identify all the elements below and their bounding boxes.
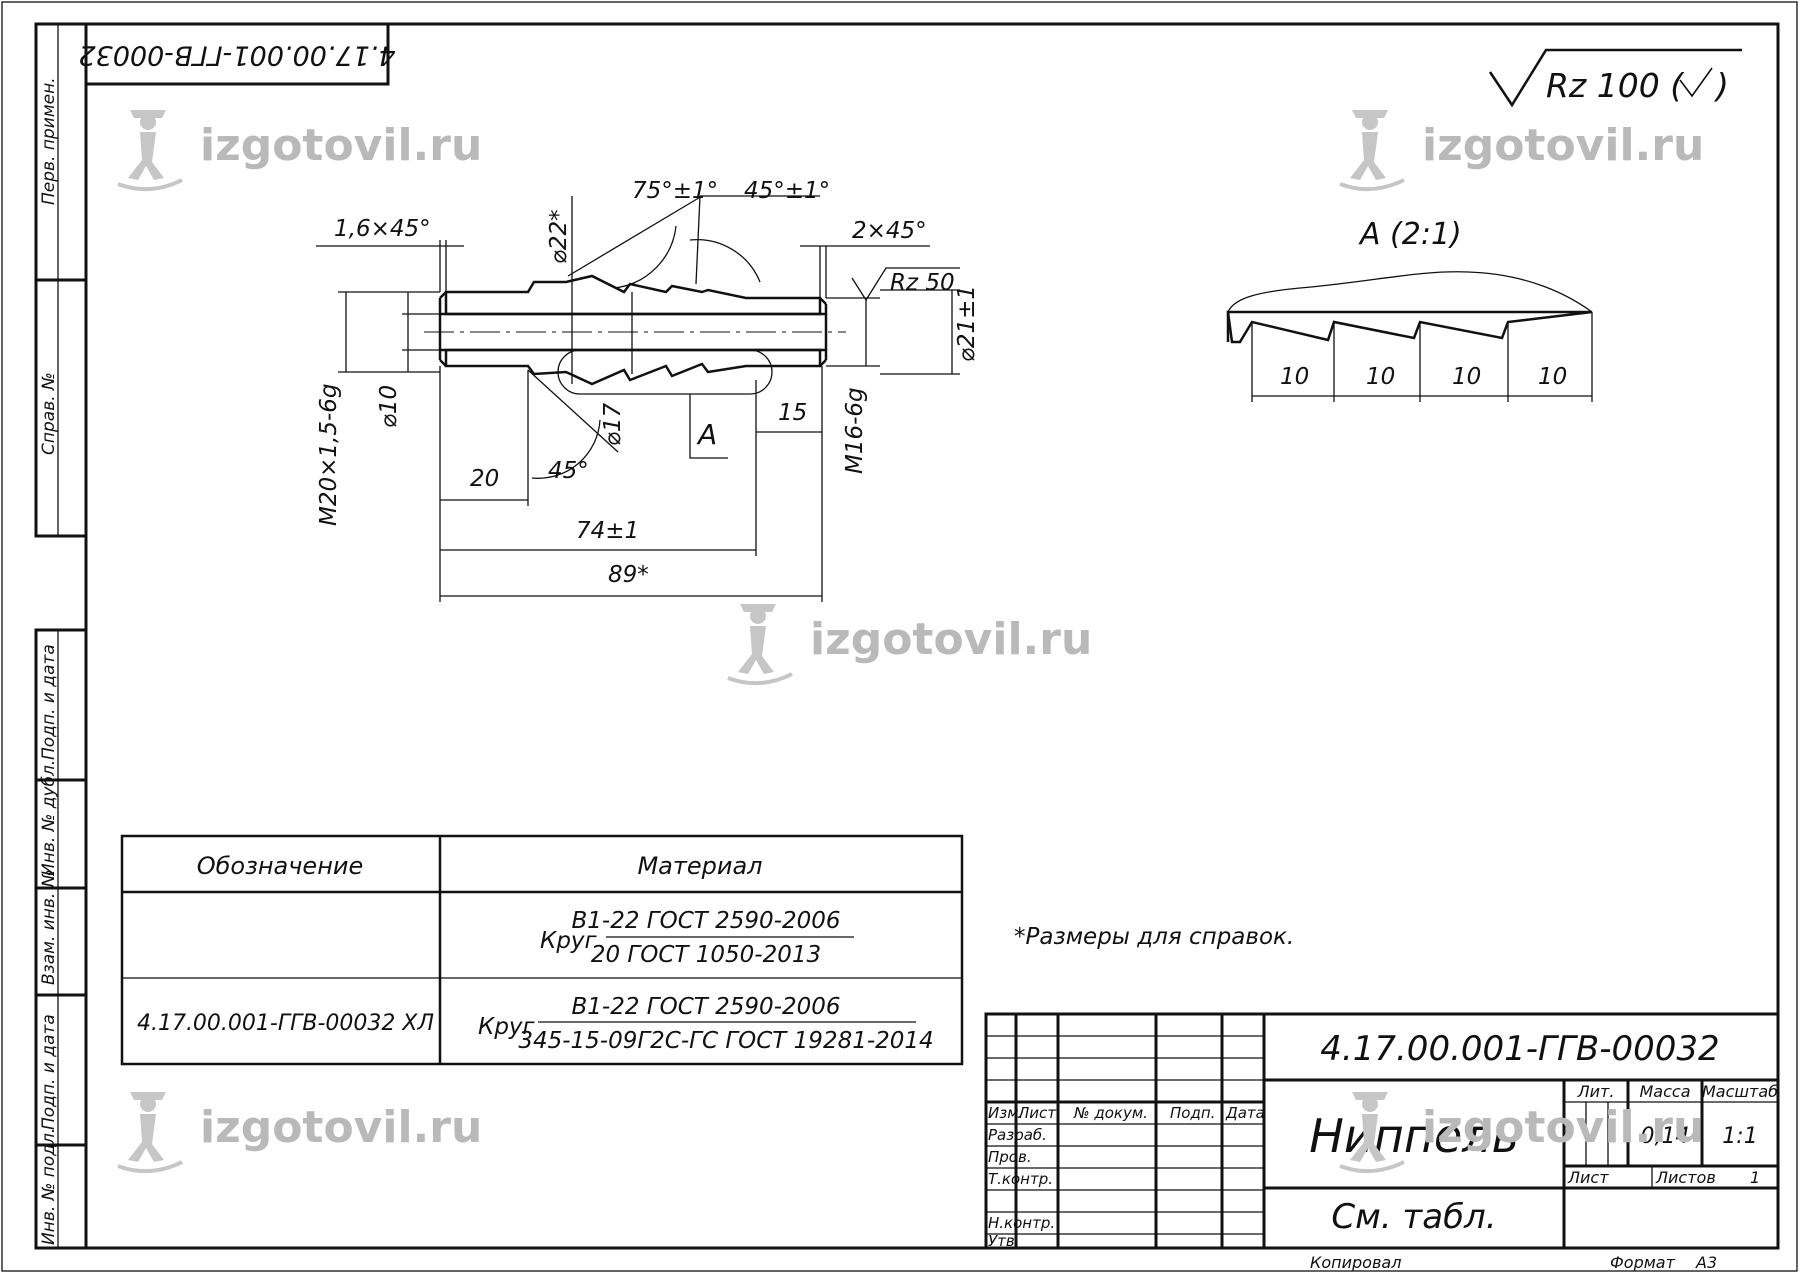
side-strip-lower: Подп. и дата Инв. № дубл. Взам. инв. № П… (34, 628, 88, 1250)
detail-view-a: A (2:1) 10 10 10 10 (1226, 217, 1593, 402)
dim-chamfer-left: 1,6×45° (334, 216, 431, 242)
side-label-podp-data-2: Подп. и дата (39, 1014, 59, 1130)
side-label-perv-primen: Перв. примен. (39, 77, 59, 205)
dim-dia22: ⌀22* (546, 209, 572, 264)
spec-row2-designation: 4.17.00.001-ГГВ-00032 ХЛ (137, 1011, 434, 1036)
tb-sheet-label: Лист (1567, 1168, 1609, 1187)
side-strip-upper: Перв. примен. Справ. № (34, 22, 88, 538)
spec-row2-den: 345-15-09Г2С-ГС ГОСТ 19281-2014 (518, 1028, 933, 1054)
title-block: 4.17.00.001-ГГВ-00032 Ниппель См. табл. … (984, 1012, 1780, 1250)
tb-row-prov: Пров. (988, 1148, 1032, 1166)
corner-stamp: 4.17.00.001-ГГВ-00032 (78, 22, 396, 86)
dim-20: 20 (470, 466, 499, 492)
lower-wall-hatch (444, 348, 822, 386)
side-label-vzam-inv: Взам. инв. № (39, 870, 59, 985)
nipple-section-view (424, 274, 846, 459)
side-label-inv-dubl: Инв. № дубл. (39, 760, 59, 876)
side-label-inv-podl: Инв. № подл. (39, 1128, 59, 1245)
tb-row-utv: Утв. (988, 1232, 1020, 1250)
watermark-4: izgotovil.ru (116, 1090, 482, 1174)
roughness-general-value: Rz 100 ( (1546, 66, 1685, 105)
detail-a-marker (557, 349, 773, 395)
svg-text:izgotovil.ru: izgotovil.ru (1422, 120, 1704, 171)
dimension-texts: 1,6×45° ⌀22* 75°±1° 45°±1° 2×45° Rz 50 ⌀… (316, 178, 980, 588)
tb-lit-label: Лит. (1577, 1082, 1615, 1101)
side-label-sprav-no: Справ. № (39, 372, 59, 455)
dim-dia10: ⌀10 (376, 385, 402, 428)
tb-scale-value: 1:1 (1722, 1124, 1757, 1149)
spec-table: Обозначение Материал Круг В1-22 ГОСТ 259… (120, 834, 964, 1066)
dim-chamfer-right: 2×45° (852, 218, 927, 244)
dim-dia21: ⌀21±1 (954, 285, 980, 362)
dim-angle-45-bottom: 45° (548, 458, 589, 484)
title-material: См. табл. (1331, 1197, 1496, 1237)
view-a-label: A (696, 418, 717, 451)
detail-hatch (1226, 310, 1593, 344)
watermark-1: izgotovil.ru (116, 108, 482, 192)
footer-format-value: А3 (1695, 1253, 1717, 1272)
spec-row1-den: 20 ГОСТ 1050-2013 (591, 942, 821, 968)
spec-header-material: Материал (637, 852, 762, 880)
upper-wall-hatch (444, 274, 822, 316)
detail-dim-3: 10 (1452, 364, 1481, 390)
detail-dim-4: 10 (1538, 364, 1567, 390)
watermark-logo-icon (116, 1090, 184, 1174)
tb-col-list: Лист (1017, 1104, 1057, 1122)
watermark-logo-icon (116, 108, 184, 192)
dimension-lines (316, 195, 960, 602)
tb-sheets-label: Листов (1655, 1168, 1716, 1187)
tb-row-razrab: Разраб. (988, 1126, 1047, 1144)
dim-thread-left: M20×1,5-6g (316, 384, 342, 527)
side-label-podp-data-1: Подп. и дата (39, 644, 59, 760)
tb-mass-value: 0,14 (1641, 1124, 1690, 1149)
dim-thread-right: M16-6g (842, 387, 868, 474)
tb-col-podp: Подп. (1170, 1104, 1215, 1122)
tb-row-nkontr: Н.контр. (988, 1214, 1055, 1232)
tb-col-izm: Изм. (988, 1104, 1023, 1122)
footer-copied: Копировал (1310, 1253, 1401, 1272)
watermark-5: izgotovil.ru (1338, 1090, 1704, 1174)
detail-break-line (1227, 271, 1593, 313)
general-roughness: Rz 100 ( ) (1488, 48, 1742, 108)
dim-89: 89* (608, 562, 649, 588)
tb-mass-label: Масса (1639, 1082, 1690, 1101)
dim-74: 74±1 (576, 518, 639, 544)
svg-text:izgotovil.ru: izgotovil.ru (810, 614, 1092, 665)
reference-note: *Размеры для справок. (1014, 924, 1294, 950)
watermark-2: izgotovil.ru (1338, 108, 1704, 192)
roughness-check-icon (1679, 67, 1713, 98)
dim-rz50: Rz 50 (890, 270, 955, 296)
corner-stamp-text: 4.17.00.001-ГГВ-00032 (78, 40, 395, 71)
spec-row1-prefix: Круг (540, 928, 598, 954)
title-doc-number: 4.17.00.001-ГГВ-00032 (1320, 1029, 1719, 1069)
spec-row1-num: В1-22 ГОСТ 2590-2006 (572, 908, 841, 934)
tb-row-tkontr: Т.контр. (988, 1170, 1053, 1188)
dim-15: 15 (778, 400, 807, 426)
tb-col-docum: № докум. (1073, 1104, 1148, 1122)
spec-header-designation: Обозначение (197, 852, 364, 880)
title-part-name: Ниппель (1309, 1109, 1518, 1163)
svg-text:izgotovil.ru: izgotovil.ru (200, 1102, 482, 1153)
dim-dia17: ⌀17 (600, 403, 626, 446)
detail-title: A (2:1) (1358, 217, 1462, 252)
tb-scale-label: Масштаб (1702, 1082, 1778, 1101)
svg-text:izgotovil.ru: izgotovil.ru (1422, 1102, 1704, 1153)
detail-dim-1: 10 (1280, 364, 1309, 390)
watermarks: izgotovil.ru izgotovil.ru izgotovil.ru i… (116, 108, 1704, 1174)
roughness-general-close: ) (1713, 66, 1729, 105)
tb-sheets-value: 1 (1750, 1168, 1760, 1187)
dim-angle-75: 75°±1° (632, 178, 718, 204)
tb-col-data: Дата (1225, 1104, 1265, 1122)
detail-dim-2: 10 (1366, 364, 1395, 390)
svg-text:izgotovil.ru: izgotovil.ru (200, 120, 482, 171)
watermark-3: izgotovil.ru (726, 602, 1092, 686)
spec-row2-num: В1-22 ГОСТ 2590-2006 (572, 994, 841, 1020)
watermark-logo-icon (1338, 108, 1406, 192)
footer-format-label: Формат (1610, 1253, 1676, 1272)
watermark-logo-icon (726, 602, 794, 686)
dim-angle-45-top: 45°±1° (744, 178, 830, 204)
spec-row2-prefix: Круг (478, 1014, 536, 1040)
